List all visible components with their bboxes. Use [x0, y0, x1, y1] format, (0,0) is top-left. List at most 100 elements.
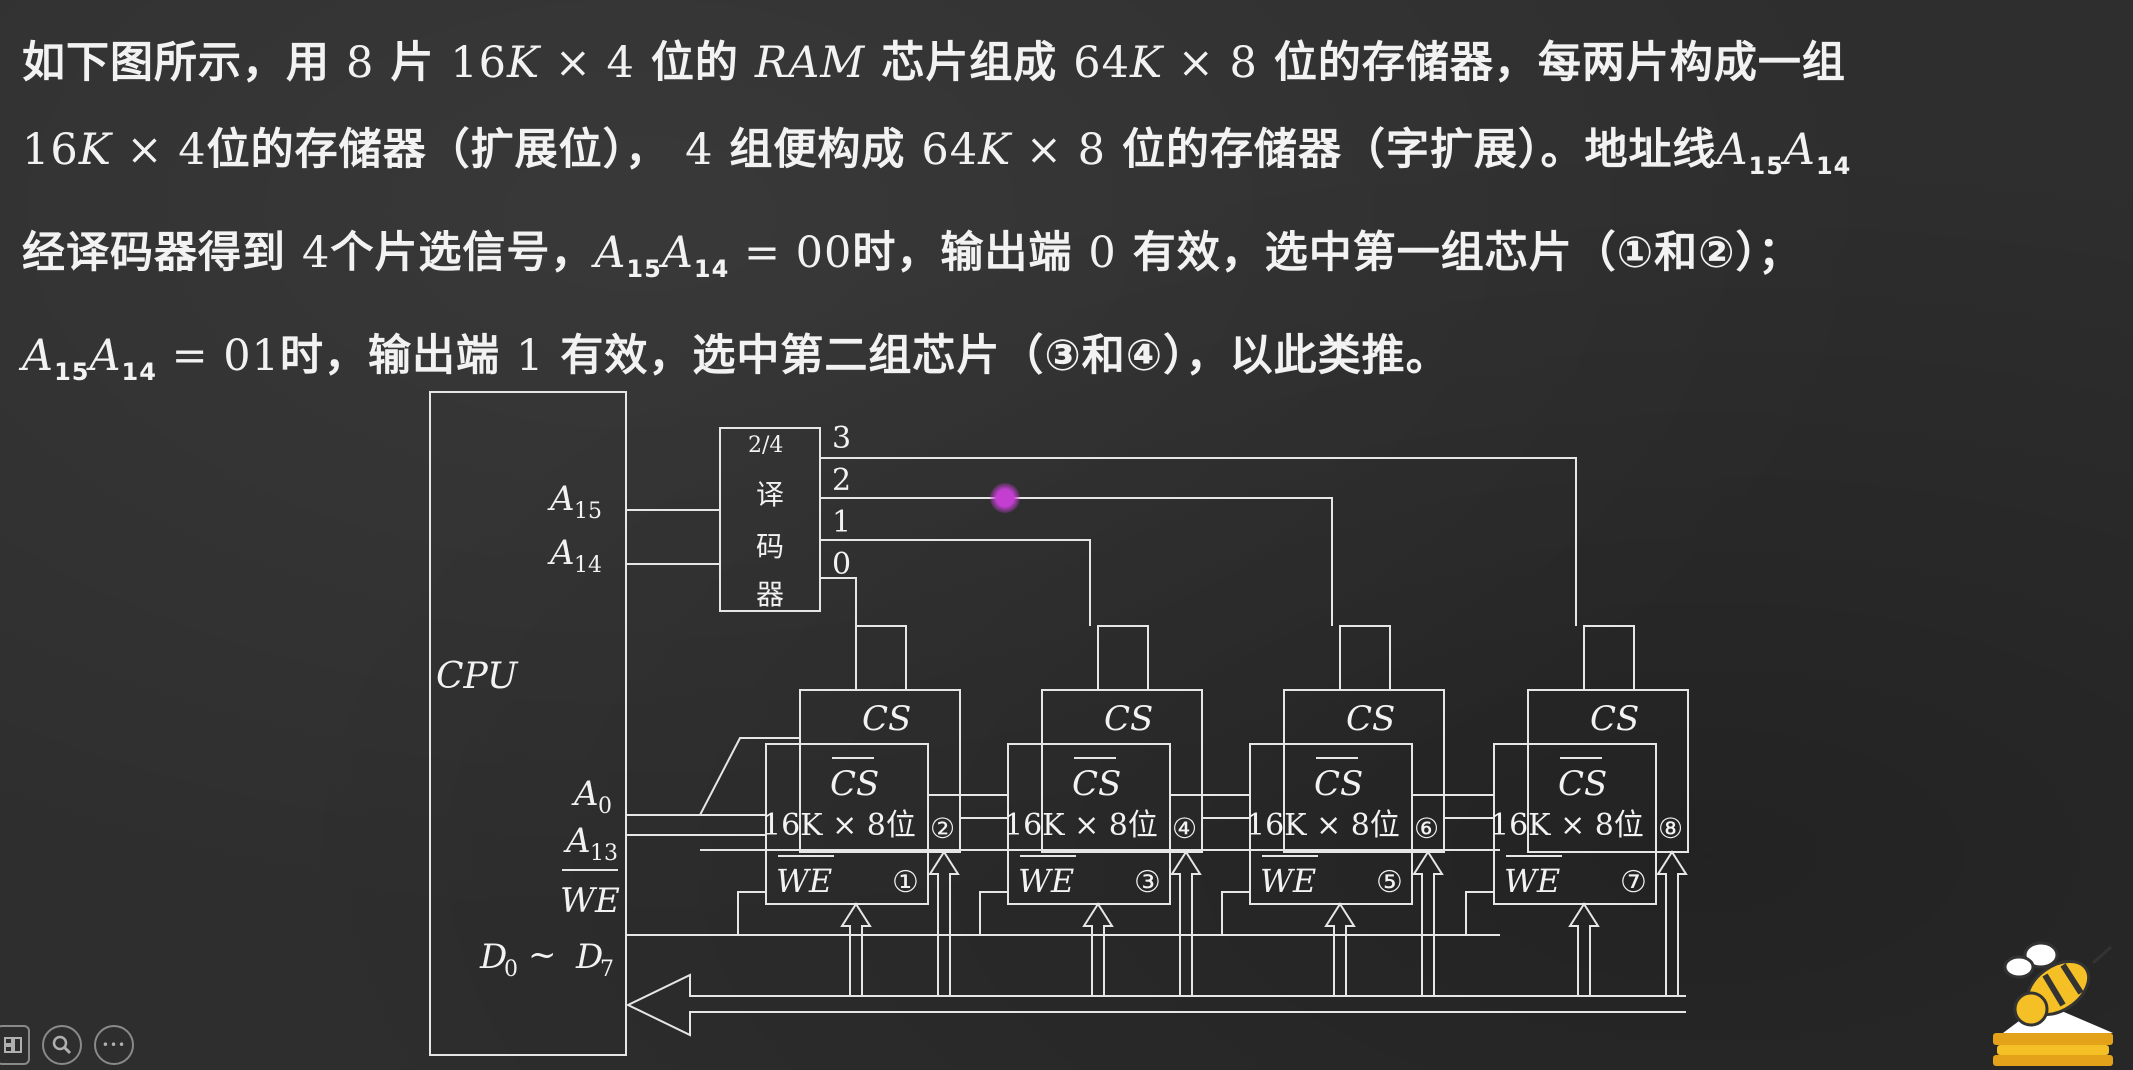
- front-cs-label: CS: [830, 764, 879, 804]
- text-segment: 片: [390, 38, 435, 88]
- cpu-box: [429, 391, 627, 1056]
- math-variable: A: [661, 228, 694, 278]
- text-segment: 经译码器得到: [22, 228, 286, 278]
- slides-icon[interactable]: [0, 1025, 30, 1065]
- math-variable: K: [978, 125, 1012, 175]
- chip-capacity-label: 16K × 8位: [1246, 808, 1400, 843]
- number-segment: 4: [685, 125, 714, 175]
- cs-connector: [1339, 625, 1391, 690]
- number-segment: × 8: [1011, 125, 1106, 175]
- decoder-output-0-line: [820, 577, 857, 690]
- chip-we-label: WE: [1504, 862, 1560, 900]
- number-segment: × 4: [111, 125, 207, 175]
- paragraph-line-2: 16K × 4位的存储器（扩展位）， 4 组便构成 64K × 8 位的存储器（…: [22, 107, 2112, 210]
- subscript: 14: [121, 358, 157, 386]
- math-variable: A: [594, 228, 627, 278]
- data-line-arrow: [1170, 850, 1202, 996]
- d7-label: D: [575, 937, 603, 977]
- decoder-box: [719, 427, 821, 612]
- more-icon[interactable]: •••: [94, 1025, 134, 1065]
- subscript: 14: [693, 255, 730, 283]
- presentation-toolbar: •••: [0, 1022, 134, 1068]
- number-segment: 64: [1073, 38, 1131, 88]
- text-segment: 有效，选中第一组芯片（①和②）；: [1132, 228, 1803, 278]
- cs-connector: [1583, 625, 1635, 690]
- a13-subscript: 13: [590, 841, 618, 866]
- back-cs-label: CS: [1590, 699, 1639, 739]
- data-line-arrow: [1568, 902, 1600, 996]
- decoder-output-3-label: 3: [832, 421, 851, 456]
- tilde-symbol: ~: [528, 935, 557, 975]
- text-segment: 位的存储器（扩展位），: [206, 125, 670, 175]
- decoder-output-1-label: 1: [832, 505, 851, 540]
- subscript: 14: [1815, 152, 1852, 180]
- back-cs-label: CS: [1346, 699, 1395, 739]
- decoder-output-2-label: 2: [832, 463, 851, 498]
- chip-group-1: [737, 625, 1008, 996]
- front-chip-number: ⑦: [1620, 865, 1647, 900]
- math-variable: A: [22, 331, 55, 381]
- subscript: 15: [54, 358, 90, 386]
- front-cs-label: CS: [1072, 764, 1121, 804]
- text-segment: 芯片组成: [881, 38, 1058, 88]
- chip-group-4: [1465, 625, 1689, 996]
- text-segment: 有效，选中第二组芯片（③和④），以此类推。: [560, 331, 1450, 381]
- d0-label: D: [479, 937, 507, 977]
- decoder-output-2-line: [820, 497, 1333, 626]
- number-segment: 0: [1088, 228, 1117, 278]
- text-segment: 个片选信号，: [330, 228, 595, 278]
- number-segment: = 01: [156, 331, 281, 381]
- text-segment: 时，输出端: [280, 331, 501, 381]
- front-chip-box: [1249, 743, 1413, 905]
- decoder-title: 2/4: [748, 433, 783, 458]
- decoder-output-3-line: [820, 457, 1577, 626]
- front-chip-box: [1007, 743, 1171, 905]
- front-cs-label: CS: [1314, 764, 1363, 804]
- number-segment: = 00: [729, 228, 853, 278]
- zoom-icon[interactable]: [42, 1025, 82, 1065]
- we-branch: [979, 891, 1008, 935]
- data-line-arrow: [928, 850, 960, 996]
- decoder-char-3: 器: [756, 578, 784, 611]
- subscript: 15: [626, 255, 662, 283]
- bee-logo-icon: [1993, 941, 2113, 1066]
- back-chip-number: ②: [930, 812, 955, 845]
- decoder-output-1-line: [820, 539, 1091, 626]
- address-bus-upper: [626, 737, 800, 816]
- math-variable: K: [1130, 38, 1164, 88]
- back-cs-label: CS: [862, 699, 911, 739]
- math-variable: K: [78, 125, 112, 175]
- subscript: 15: [1748, 152, 1784, 180]
- cs-connector: [855, 625, 907, 690]
- math-variable: A: [89, 331, 122, 381]
- data-line-arrow: [1082, 902, 1114, 996]
- chip-we-label: WE: [776, 862, 832, 900]
- math-variable: A: [1716, 125, 1749, 175]
- d0-subscript: 0: [504, 957, 518, 982]
- we-branch: [1221, 891, 1250, 935]
- number-segment: × 8: [1163, 38, 1258, 88]
- number-segment: 64: [921, 125, 979, 175]
- a13-label: A: [563, 821, 591, 861]
- text-segment: 位的存储器（字扩展）。地址线: [1121, 125, 1717, 175]
- front-cs-label: CS: [1558, 764, 1607, 804]
- front-chip-number: ⑤: [1376, 865, 1403, 900]
- number-segment: 1: [516, 331, 545, 381]
- chip-capacity-label: 16K × 8位: [762, 808, 916, 843]
- chip-we-label: WE: [1018, 862, 1074, 900]
- number-segment: 16: [22, 125, 79, 175]
- data-line-arrow: [840, 902, 872, 996]
- decoder-char-2: 码: [756, 530, 784, 563]
- front-chip-number: ③: [1134, 865, 1161, 900]
- data-line-arrow: [1412, 850, 1444, 996]
- a0-subscript: 0: [598, 794, 612, 819]
- chip-capacity-label: 16K × 8位: [1490, 808, 1644, 843]
- chip-we-label: WE: [1260, 862, 1316, 900]
- decoder-output-0-label: 0: [832, 547, 851, 582]
- we-label: WE: [560, 881, 620, 921]
- chip-group-3: [1221, 625, 1494, 996]
- text-segment: 时，输出端: [852, 228, 1073, 278]
- number-segment: 16: [450, 38, 508, 88]
